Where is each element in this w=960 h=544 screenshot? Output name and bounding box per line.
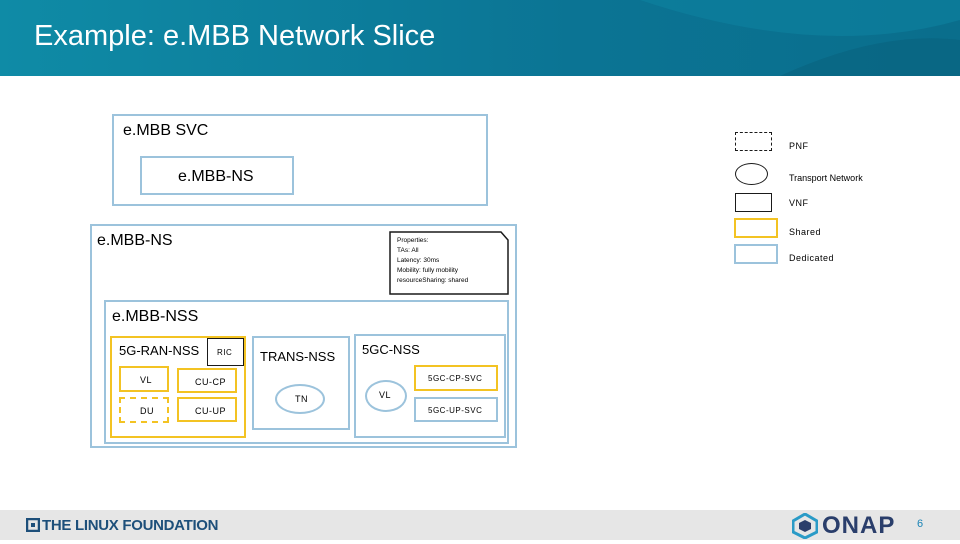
trans-nss-label: TRANS-NSS (260, 349, 336, 364)
du-label: DU (140, 406, 154, 416)
note-shape (389, 231, 509, 295)
legend-transport-swatch (735, 163, 768, 185)
slide-header: Example: e.MBB Network Slice (0, 0, 960, 76)
tn-ellipse: TN (275, 384, 325, 414)
ric-label: RIC (217, 348, 233, 357)
legend-shared-label: Shared (789, 227, 822, 237)
du-box: DU (119, 397, 169, 423)
legend-transport-label: Transport Network (789, 173, 863, 183)
legend-dedicated-label: Dedicated (789, 253, 835, 263)
embb-svc-label: e.MBB SVC (123, 122, 209, 139)
ric-box: RIC (207, 338, 244, 366)
cu-cp-label: CU-CP (195, 377, 226, 387)
svc-ns-box: e.MBB-NS (140, 156, 294, 195)
cu-up-box: CU-UP (177, 397, 237, 422)
note-line-5: resourceSharing: shared (397, 277, 469, 284)
embb-svc-box: e.MBB SVC (112, 114, 488, 206)
note-line-1: Properties: (397, 237, 429, 244)
slide-footer: THE LINUX FOUNDATION ONAP 6 (0, 510, 960, 540)
core-up-box: 5GC-UP-SVC (414, 397, 498, 422)
slide-title: Example: e.MBB Network Slice (34, 20, 436, 52)
note-line-4: Mobility: fully mobility (397, 267, 459, 274)
core-cp-box: 5GC-CP-SVC (414, 365, 498, 391)
linux-foundation-logo: THE LINUX FOUNDATION (42, 517, 219, 534)
embb-ns-label: e.MBB-NS (97, 232, 173, 249)
core-nss-box: 5GC-NSS (354, 334, 506, 438)
trans-nss-box: TRANS-NSS (252, 336, 350, 430)
ran-vl-box: VL (119, 366, 169, 392)
note-line-3: Latency: 30ms (397, 257, 440, 264)
legend-vnf-label: VNF (789, 198, 809, 208)
legend-pnf-label: PNF (789, 141, 809, 151)
legend-shared-swatch (734, 218, 778, 238)
header-decoration (640, 0, 960, 76)
embb-ns-box: e.MBB-NS (90, 224, 517, 448)
legend-pnf-swatch (735, 132, 772, 151)
legend-vnf-swatch (735, 193, 772, 212)
embb-nss-box: e.MBB-NSS (104, 300, 509, 444)
page-number: 6 (917, 518, 924, 530)
onap-logo-icon (791, 512, 819, 540)
core-vl-label: VL (379, 390, 392, 400)
core-vl-ellipse: VL (365, 380, 407, 412)
ran-nss-box: 5G-RAN-NSS (110, 336, 246, 438)
cu-cp-box: CU-CP (177, 368, 237, 393)
embb-nss-label: e.MBB-NSS (112, 308, 199, 325)
linux-foundation-icon (25, 517, 41, 533)
core-cp-label: 5GC-CP-SVC (428, 374, 483, 383)
core-up-label: 5GC-UP-SVC (428, 406, 483, 415)
ran-vl-label: VL (140, 375, 153, 385)
svc-ns-label: e.MBB-NS (178, 168, 254, 185)
tn-label: TN (295, 394, 308, 404)
onap-logo: ONAP (822, 512, 896, 539)
cu-up-label: CU-UP (195, 406, 226, 416)
ran-nss-label: 5G-RAN-NSS (119, 343, 200, 358)
core-nss-label: 5GC-NSS (362, 342, 420, 357)
properties-note: Properties: TAs: All Latency: 30ms Mobil… (389, 231, 509, 295)
note-line-2: TAs: All (397, 247, 419, 254)
legend-dedicated-swatch (734, 244, 778, 264)
